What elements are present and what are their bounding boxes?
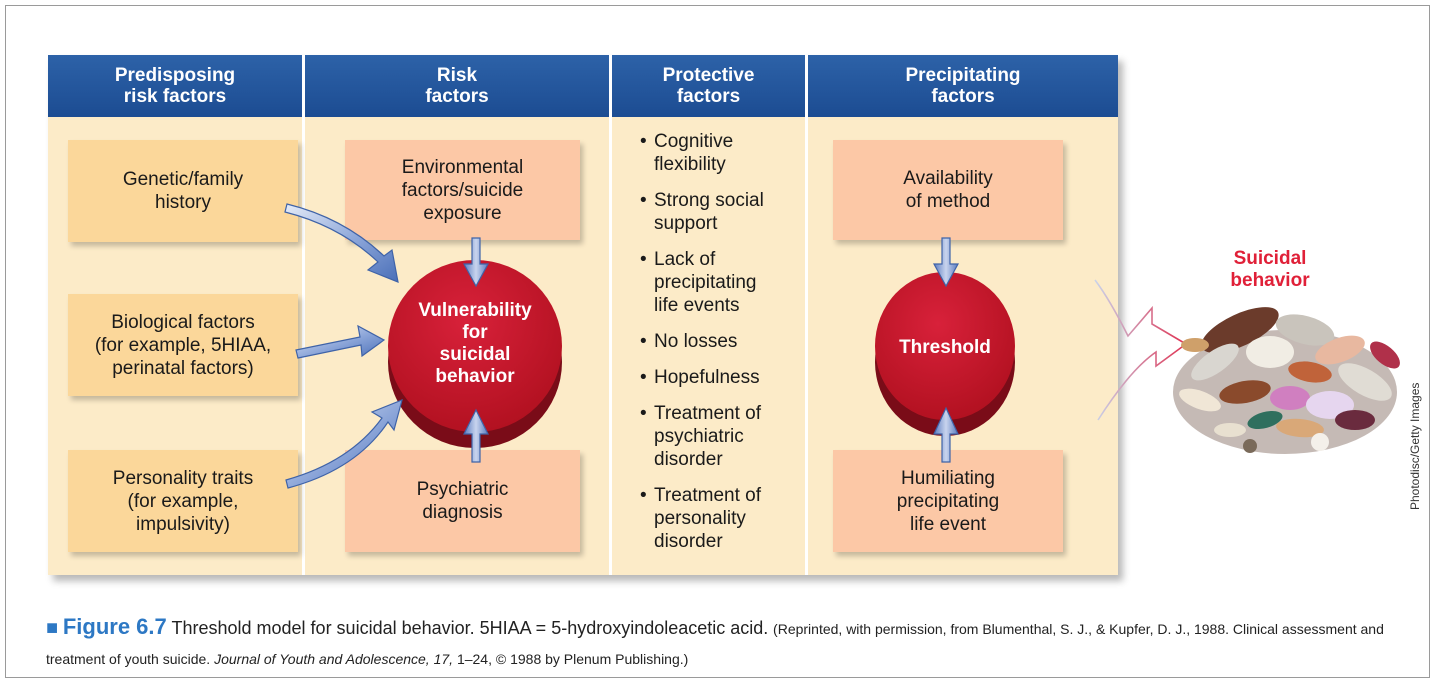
threshold-label: Threshold <box>899 337 991 358</box>
list-item: Lack of precipitating life events <box>640 248 800 317</box>
column-divider <box>302 55 305 575</box>
list-item: Treatment of psychiatric disorder <box>640 402 800 471</box>
list-item: No losses <box>640 330 800 353</box>
caption-text: Threshold model for suicidal behavior. 5… <box>171 618 769 638</box>
column-header-protective: Protective factors <box>612 55 805 117</box>
protective-factors-list: Cognitive flexibility Strong social supp… <box>640 130 800 566</box>
caption-journal: Journal of Youth and Adolescence, 17, <box>214 651 454 667</box>
box-biological-factors: Biological factors (for example, 5HIAA, … <box>68 294 298 396</box>
arrow-icon <box>932 237 960 288</box>
box-humiliating-life-event: Humiliating precipitating life event <box>833 450 1063 552</box>
box-psychiatric-diagnosis: Psychiatric diagnosis <box>345 450 580 552</box>
column-divider <box>805 55 808 575</box>
arrow-icon <box>933 406 959 463</box>
list-item: Treatment of personality disorder <box>640 484 800 553</box>
figure-caption: ■ Figure 6.7 Threshold model for suicida… <box>46 612 1396 674</box>
box-personality-traits: Personality traits (for example, impulsi… <box>68 450 298 552</box>
box-environmental-factors: Environmental factors/suicide exposure <box>345 140 580 240</box>
column-header-predisposing: Predisposing risk factors <box>48 55 302 117</box>
photo-credit: Photodisc/Getty Images <box>1408 382 1422 510</box>
vulnerability-label: Vulnerability for suicidal behavior <box>418 300 532 387</box>
box-availability-of-method: Availability of method <box>833 140 1063 240</box>
pills-image <box>1173 307 1400 454</box>
figure-frame <box>5 5 1430 678</box>
arrow-icon <box>462 237 490 288</box>
column-divider <box>609 55 612 575</box>
vulnerability-disc <box>388 260 562 448</box>
arrow-icon <box>285 398 403 489</box>
outcome-label: Suicidal behavior <box>1230 248 1310 291</box>
figure-number: Figure 6.7 <box>62 614 167 639</box>
list-item: Strong social support <box>640 189 800 235</box>
caption-reference: (Reprinted, with permission, from Blumen… <box>46 621 1384 667</box>
column-header-risk: Risk factors <box>305 55 609 117</box>
box-genetic-family-history: Genetic/family history <box>68 140 298 242</box>
caption-square-icon: ■ <box>46 617 59 639</box>
arrow-icon <box>463 408 489 463</box>
arrow-icon <box>295 324 386 359</box>
threshold-disc <box>875 272 1015 436</box>
list-item: Hopefulness <box>640 366 800 389</box>
outcome-arrow-icon <box>1094 279 1188 421</box>
caption-reference-end: 1–24, © 1988 by Plenum Publishing.) <box>453 651 689 667</box>
arrow-icon <box>284 203 399 283</box>
column-header-precipitating: Precipitating factors <box>808 55 1118 117</box>
list-item: Cognitive flexibility <box>640 130 800 176</box>
